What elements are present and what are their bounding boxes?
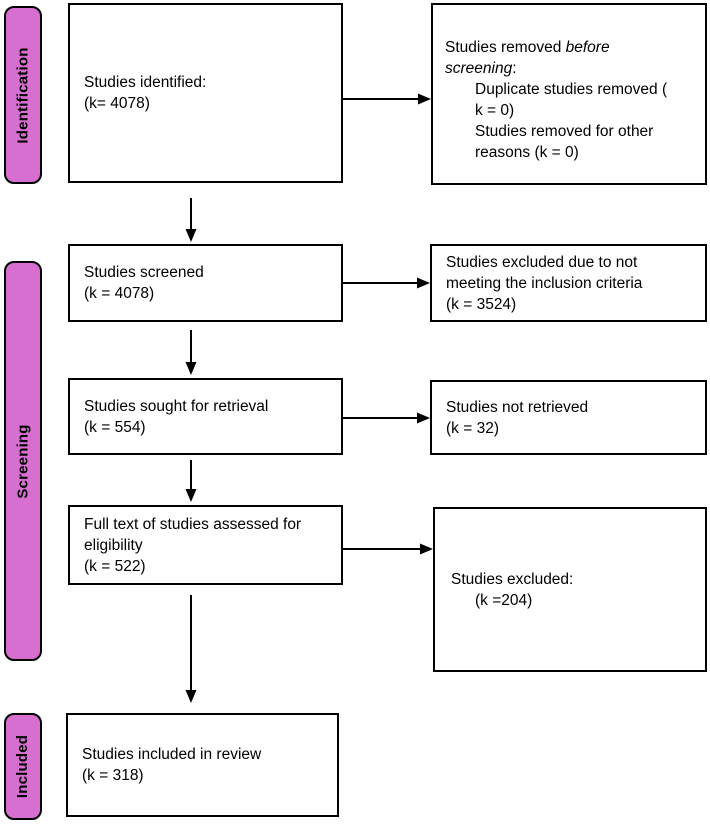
stage-screening: Screening: [4, 261, 42, 661]
duplicate-removed-line-1: Duplicate studies removed (: [475, 81, 668, 98]
arrow-sought-to-fulltext: [185, 460, 197, 502]
studies-screened-count: (k = 4078): [84, 285, 155, 302]
arrow-fulltext-to-excluded: [343, 543, 433, 555]
excluded-screening-count: (k = 3524): [446, 295, 517, 313]
studies-sought-text: Studies sought for retrieval: [84, 397, 269, 415]
fulltext-assessed-text-2: eligibility: [84, 536, 143, 554]
excluded-screening-text-2: meeting the inclusion criteria: [446, 274, 643, 292]
fulltext-assessed-count: (k = 522): [84, 557, 146, 575]
arrow-identified-to-removed: [343, 93, 431, 105]
removed-before-heading-italic-1: before: [565, 39, 610, 56]
studies-screened-text: Studies screened: [84, 264, 204, 281]
arrow-identified-to-screened: [185, 198, 197, 242]
studies-included-text: Studies included in review: [82, 746, 262, 763]
stage-screening-label: Screening: [14, 423, 32, 499]
removed-before-items: Duplicate studies removed ( k = 0) Studie…: [475, 79, 697, 163]
removed-other-line-2: reasons (k = 0): [475, 144, 579, 161]
box-studies-excluded-fulltext: Studies excluded: (k =204): [433, 507, 707, 672]
box-studies-screened: Studies screened (k = 4078): [68, 244, 343, 322]
stage-identification-label: Identification: [14, 46, 32, 144]
not-retrieved-text: Studies not retrieved: [446, 398, 589, 416]
arrow-fulltext-to-included: [185, 595, 197, 703]
removed-before-heading-italic-2: screening: [445, 60, 513, 77]
removed-other-line-1: Studies removed for other: [475, 123, 654, 140]
stage-identification: Identification: [4, 6, 42, 184]
box-studies-included: Studies included in review (k = 318): [66, 713, 339, 817]
studies-identified-text: Studies identified:: [84, 74, 207, 91]
box-studies-sought: Studies sought for retrieval (k = 554): [68, 378, 343, 455]
studies-identified-count: (k= 4078): [84, 95, 150, 112]
stage-included: Included: [4, 713, 42, 820]
stage-included-label: Included: [14, 734, 32, 799]
removed-other-reasons-item: Studies removed for other reasons (k = 0): [475, 121, 697, 163]
arrow-sought-to-not-retrieved: [343, 412, 430, 424]
box-studies-identified: Studies identified: (k= 4078): [68, 3, 343, 183]
excluded-screening-text-1: Studies excluded due to not: [446, 253, 638, 271]
box-studies-removed-before-screening: Studies removed before screening: Duplica…: [431, 3, 707, 185]
excluded-fulltext-count: (k =204): [475, 591, 533, 609]
arrow-screened-to-excluded: [343, 277, 430, 289]
arrow-screened-to-sought: [185, 330, 197, 375]
studies-sought-count: (k = 554): [84, 418, 146, 436]
not-retrieved-count: (k = 32): [446, 419, 499, 437]
removed-before-heading-prefix: Studies removed: [445, 39, 566, 56]
excluded-fulltext-text: Studies excluded:: [451, 570, 574, 588]
fulltext-assessed-text-1: Full text of studies assessed for: [84, 515, 302, 533]
box-studies-excluded-screening: Studies excluded due to not meeting the …: [430, 244, 707, 322]
removed-before-heading-suffix: :: [512, 60, 517, 77]
removed-before-heading: Studies removed before screening:: [445, 37, 697, 79]
box-studies-not-retrieved: Studies not retrieved (k = 32): [430, 380, 707, 455]
duplicate-removed-line-2: k = 0): [475, 102, 515, 119]
studies-included-count: (k = 318): [82, 767, 144, 784]
duplicate-studies-removed-item: Duplicate studies removed ( k = 0): [475, 79, 697, 121]
box-fulltext-assessed: Full text of studies assessed for eligib…: [68, 505, 343, 585]
